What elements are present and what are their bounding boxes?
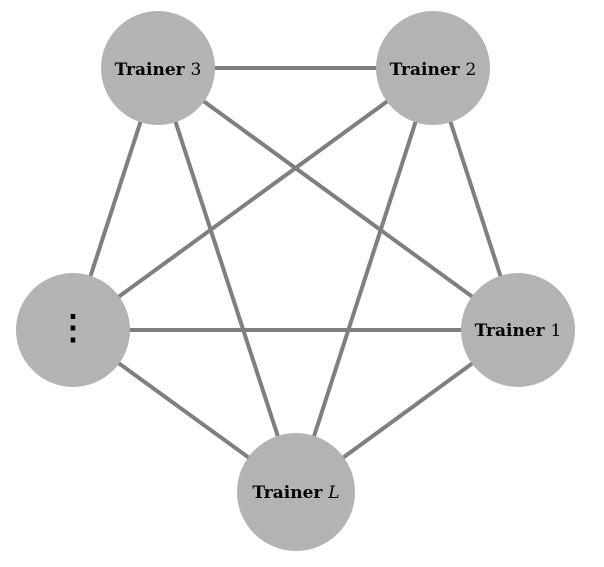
node-circle-trainer-2: [376, 11, 490, 125]
node-trainer-1: Trainer 1: [461, 273, 575, 387]
node-circle-trainer-l: [237, 433, 355, 551]
node-label-trainer-1: Trainer 1: [475, 321, 562, 341]
edge-trainer-2-to-trainer-l: [294, 66, 435, 494]
node-trainer-2: Trainer 2: [376, 11, 490, 125]
node-label-trainer-2: Trainer 2: [390, 60, 477, 80]
node-circle-trainer-1: [461, 273, 575, 387]
edge-trainer-3-to-trainer-1: [156, 66, 520, 332]
node-trainer-l: Trainer L: [237, 433, 355, 551]
node-label-trainer-3: Trainer 3: [115, 60, 202, 80]
node-circle-trainer-ellipsis: [16, 273, 130, 387]
edge-trainer-3-to-trainer-l: [156, 66, 298, 494]
node-trainer-ellipsis: ⋮: [16, 273, 130, 387]
node-circle-trainer-3: [101, 11, 215, 125]
node-trainer-3: Trainer 3: [101, 11, 215, 125]
edge-layer: [71, 66, 520, 494]
node-layer: Trainer 1 Trainer 2 Trainer 3 ⋮ Trainer …: [16, 11, 575, 551]
edge-trainer-2-to-trainer-ellipsis: [71, 66, 435, 332]
node-label-trainer-l: Trainer L: [252, 483, 339, 503]
node-label-vertical-ellipsis: ⋮: [56, 308, 90, 348]
